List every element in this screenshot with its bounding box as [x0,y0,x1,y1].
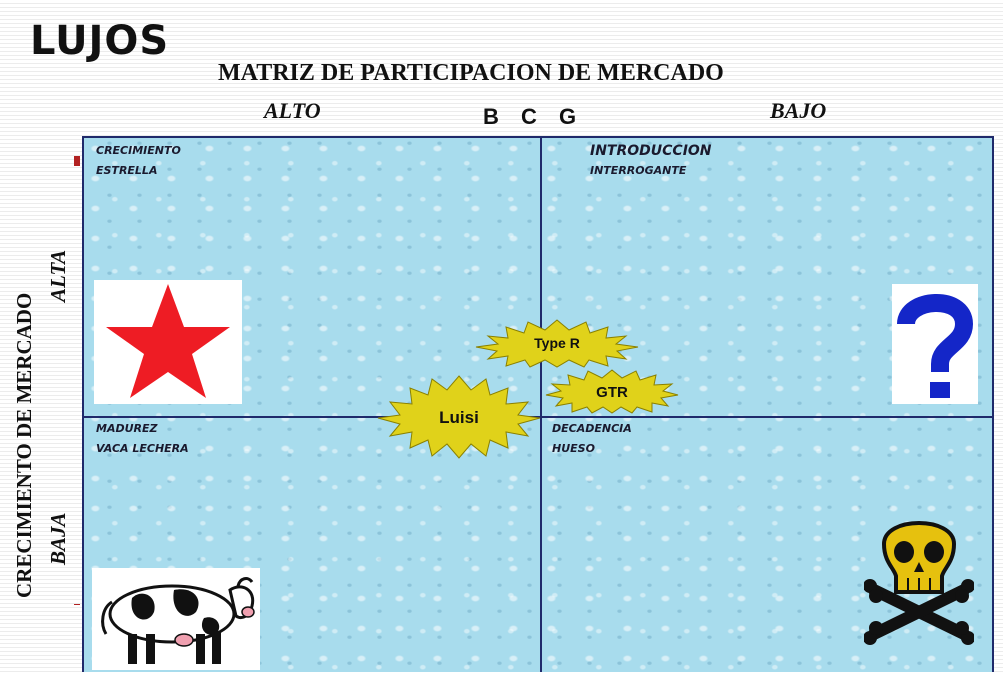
product-burst-gtr: GTR [545,369,679,414]
star-icon [94,280,242,404]
quadrant-cow-name: VACA LECHERA [96,442,189,455]
quadrant-star-labels: CRECIMIENTO ESTRELLA [96,141,181,181]
quadrant-dog-stage: DECADENCIA [552,422,632,435]
axis-tick [74,156,80,166]
quadrant-star-stage: CRECIMIENTO [96,144,181,157]
y-axis-label-low: BAJA [46,512,70,565]
brand-title: LUJOS [30,18,170,64]
cow-icon [92,568,260,670]
matrix-title: MATRIZ DE PARTICIPACION DE MERCADO [218,60,724,86]
question-mark-icon [892,284,978,404]
product-burst-type-r: Type R [475,319,639,368]
matrix-horizontal-divider [84,416,992,418]
product-label-type-r: Type R [534,335,580,351]
method-label: B C G [483,104,585,129]
product-label-gtr: GTR [596,384,628,401]
quadrant-star-name: ESTRELLA [96,164,158,177]
skull-crossbones-icon [863,506,975,646]
x-axis-label-low: BAJO [770,98,827,123]
quadrant-dog-labels: DECADENCIA HUESO [552,419,632,459]
product-label-luisi: Luisi [439,408,479,427]
axis-tick [74,604,80,605]
x-axis-label-high: ALTO [264,98,321,123]
y-axis-title: CRECIMIENTO DE MERCADO [12,292,36,598]
quadrant-cow-labels: MADUREZ VACA LECHERA [96,419,189,459]
quadrant-cow-stage: MADUREZ [96,422,158,435]
product-burst-luisi: Luisi [377,375,541,459]
matrix-vertical-divider [540,138,542,672]
quadrant-dog-name: HUESO [552,442,595,455]
quadrant-question-labels: INTRODUCCION INTERROGANTE [590,141,712,181]
y-axis-label-high: ALTA [46,249,70,302]
quadrant-question-stage: INTRODUCCION [590,143,712,159]
bcg-matrix: CRECIMIENTO ESTRELLA INTRODUCCION INTERR… [82,136,994,672]
quadrant-question-name: INTERROGANTE [590,164,687,177]
